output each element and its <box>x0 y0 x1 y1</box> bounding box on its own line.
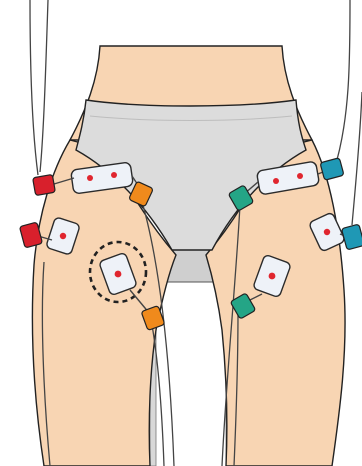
electrode-dot <box>324 229 330 235</box>
electrode-dot <box>87 175 93 181</box>
red-lead-clip <box>33 174 56 195</box>
wire-top-left-1 <box>30 0 38 175</box>
wire-top-left-2 <box>40 0 48 172</box>
electrode-dot <box>273 178 279 184</box>
wire-top-right-2 <box>352 92 362 225</box>
electrode-dot <box>60 233 66 239</box>
teal-blue-lead-clip <box>341 224 362 250</box>
electrode-dot <box>269 273 276 280</box>
electrode-dot <box>115 271 122 278</box>
wire-top-right-1 <box>334 0 350 170</box>
electrode-dot <box>297 173 303 179</box>
teal-blue-lead-clip <box>320 158 344 181</box>
electrode-dot <box>111 172 117 178</box>
